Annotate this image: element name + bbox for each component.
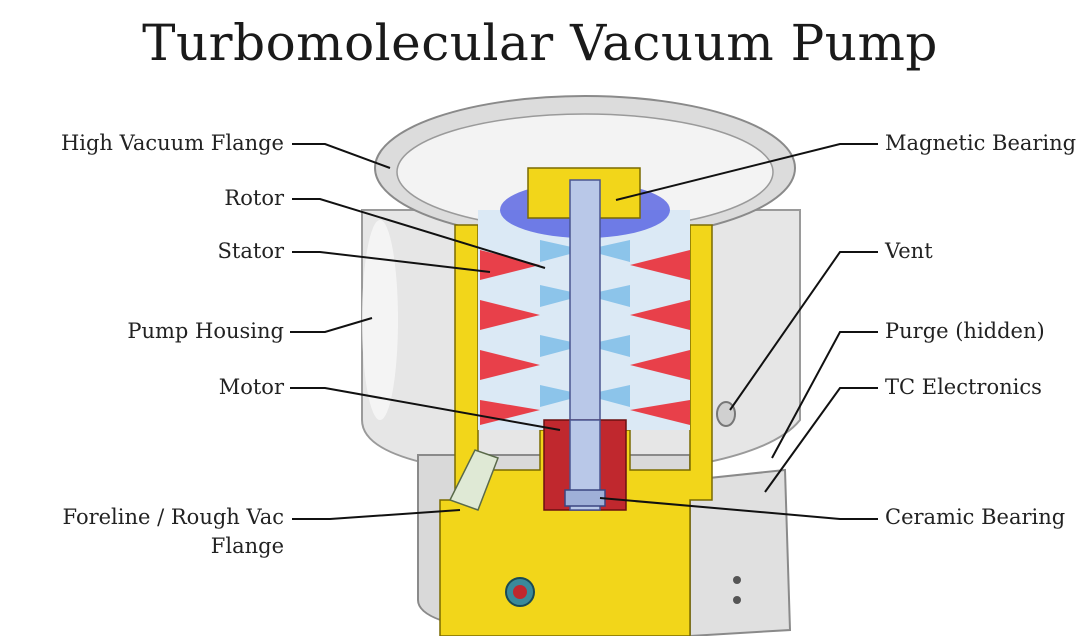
label-pump-housing: Pump Housing [127, 319, 284, 343]
leader-high-vacuum-flange [292, 143, 391, 169]
label-rotor: Rotor [224, 186, 284, 210]
label-magnetic-bearing: Magnetic Bearing [885, 131, 1077, 155]
leader-pump-housing [290, 317, 373, 333]
leader-tc-electronics [764, 387, 878, 493]
label-foreline-line2: Flange [210, 534, 284, 558]
leader-vent [729, 251, 878, 411]
leader-purge [771, 331, 878, 459]
housing-shade [362, 220, 398, 420]
label-high-vacuum-flange: High Vacuum Flange [60, 131, 284, 155]
label-ceramic-bearing: Ceramic Bearing [885, 505, 1066, 529]
rotor-blades [540, 240, 630, 407]
ceramic-bearing [564, 489, 606, 507]
leader-ceramic-bearing [599, 497, 878, 520]
leader-foreline [292, 509, 461, 520]
label-foreline-line1: Foreline / Rough Vac [62, 505, 284, 529]
label-motor: Motor [218, 375, 284, 399]
leader-magnetic-bearing [615, 143, 878, 201]
foreline-port [448, 449, 499, 511]
label-purge: Purge (hidden) [885, 319, 1045, 343]
diagram-title: Turbomolecular Vacuum Pump [142, 14, 938, 72]
label-vent: Vent [885, 239, 933, 263]
leader-motor [290, 387, 561, 431]
label-stator: Stator [217, 239, 284, 263]
label-tc-electronics: TC Electronics [885, 375, 1042, 399]
leader-rotor [292, 198, 546, 269]
leader-stator [292, 251, 491, 273]
leader-lines [290, 143, 878, 520]
